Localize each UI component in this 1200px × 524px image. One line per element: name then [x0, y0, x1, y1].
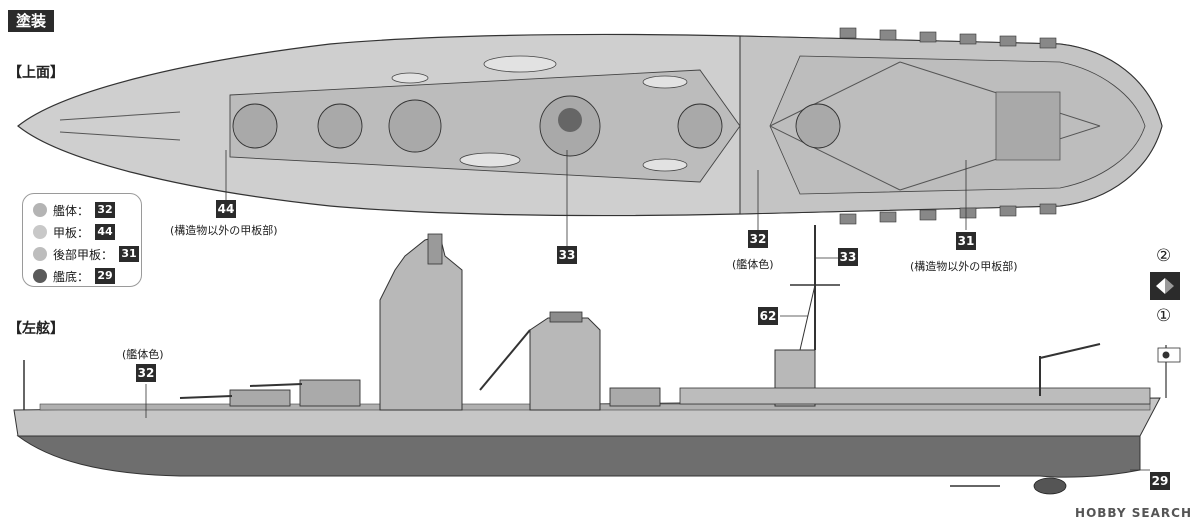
side-leader-lines: [145, 257, 1150, 471]
legend-label: 後部甲板：: [53, 247, 114, 262]
callout-62: 62: [758, 307, 778, 325]
legend-code: 32: [95, 202, 116, 218]
callout-44: 44: [216, 200, 236, 218]
color-legend: 艦体： 32 甲板： 44 後部甲板： 31 艦底： 29: [22, 193, 142, 287]
top-view-hull: [17, 27, 1163, 225]
bottom-color-swatch: [33, 269, 47, 283]
turn-indicator: [1150, 272, 1180, 300]
legend-row: 艦体： 32: [33, 200, 116, 220]
step-2-marker: ②: [1156, 246, 1172, 266]
deck-color-swatch: [33, 225, 47, 239]
legend-label: 艦底：: [53, 269, 90, 284]
legend-row: 艦底： 29: [33, 266, 116, 286]
top-leader-lines: [225, 150, 967, 246]
top-view-label: 【上面】: [8, 65, 64, 81]
legend-code: 44: [95, 224, 116, 240]
side-view-hull: [13, 225, 1181, 495]
aft-deck-color-swatch: [33, 247, 47, 261]
callout-32-top-note: (艦体色): [732, 258, 774, 271]
callout-32-side: 32: [136, 364, 156, 382]
watermark: HOBBY SEARCH: [1075, 506, 1192, 520]
legend-label: 艦体：: [53, 203, 90, 218]
callout-32-top: 32: [748, 230, 768, 248]
legend-label: 甲板：: [53, 225, 90, 240]
legend-row: 甲板： 44: [33, 222, 116, 242]
hull-color-swatch: [33, 203, 47, 217]
callout-29: 29: [1150, 472, 1170, 490]
legend-code: 29: [95, 268, 116, 284]
callout-32-side-note: (艦体色): [122, 348, 164, 361]
callout-31-note: (構造物以外の甲板部): [910, 260, 1018, 273]
side-view-label: 【左舷】: [8, 321, 64, 337]
legend-row: 後部甲板： 31: [33, 244, 140, 264]
callout-44-note: (構造物以外の甲板部): [170, 224, 278, 237]
legend-code: 31: [119, 246, 140, 262]
callout-33-mast: 33: [838, 248, 858, 266]
callout-31: 31: [956, 232, 976, 250]
callout-33-center: 33: [557, 246, 577, 264]
section-title: 塗装: [0, 10, 55, 32]
step-1-marker: ①: [1156, 306, 1172, 326]
